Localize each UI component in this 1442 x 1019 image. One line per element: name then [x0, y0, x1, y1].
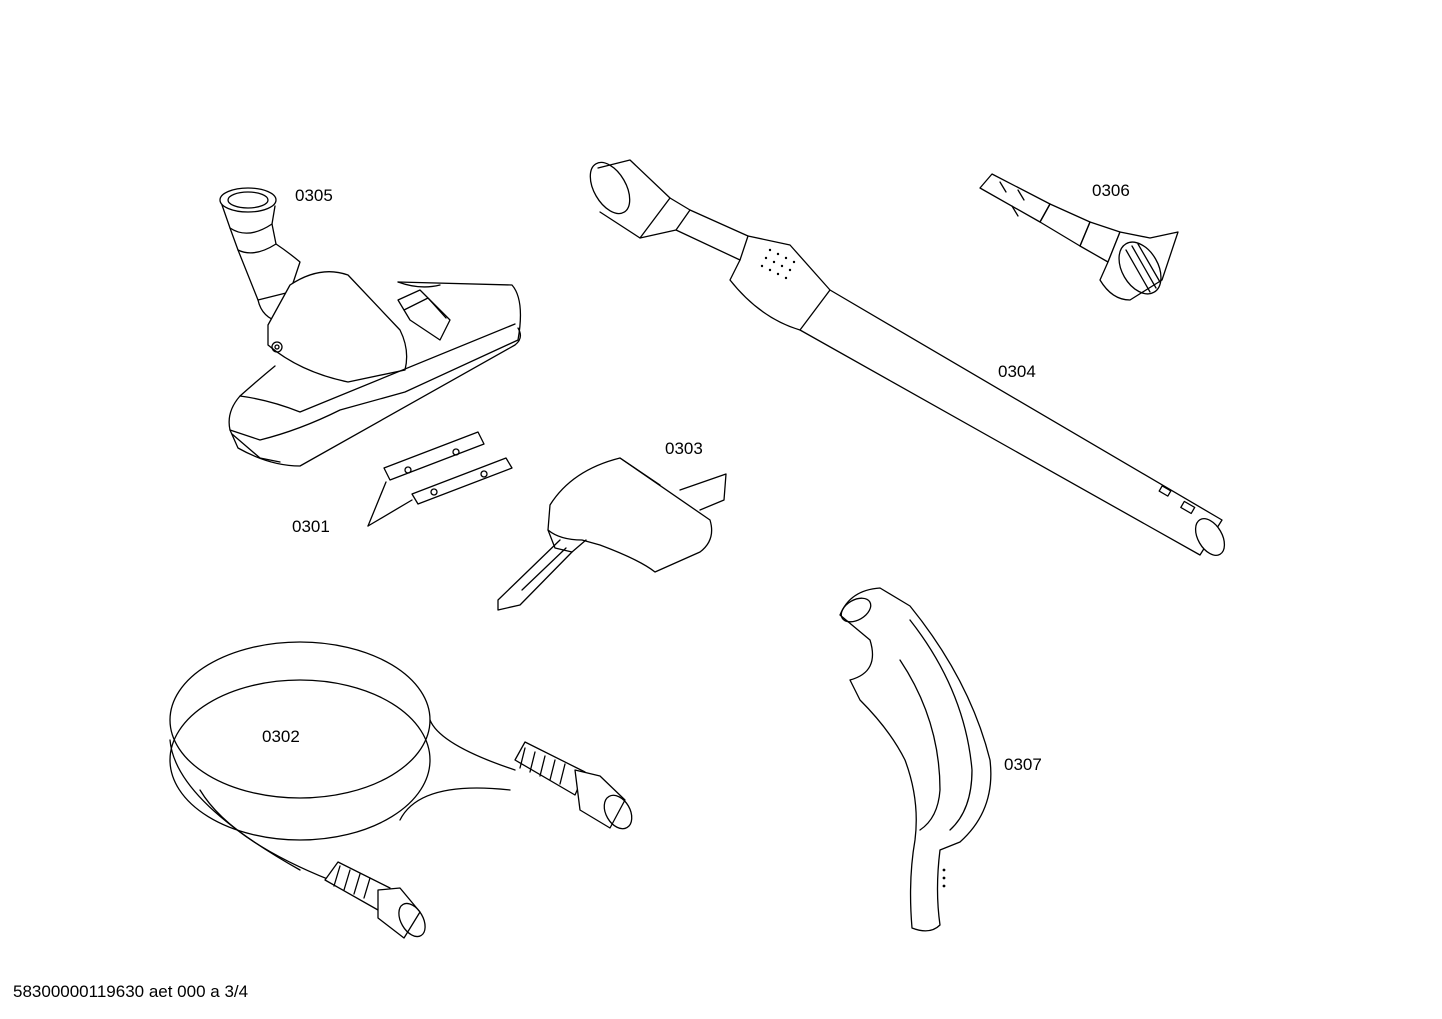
telescopic-tube-drawing	[589, 159, 1226, 556]
suction-hose-drawing	[169, 641, 633, 939]
callout-0307: 0307	[1004, 755, 1042, 774]
nozzle-strips-drawing	[367, 431, 513, 527]
callout-0302: 0302	[262, 727, 300, 746]
hose-handle-drawing	[839, 587, 992, 932]
callout-0303: 0303	[665, 439, 703, 458]
callout-0305: 0305	[295, 186, 333, 205]
upholstery-nozzle-drawing	[979, 173, 1179, 301]
callout-0306: 0306	[1092, 181, 1130, 200]
floor-nozzle-drawing	[219, 187, 522, 467]
callout-0304: 0304	[998, 362, 1036, 381]
callout-0301: 0301	[292, 517, 330, 536]
crevice-tool-drawing	[497, 457, 727, 611]
drawing-reference: 58300000119630 aet 000 a 3/4	[13, 982, 249, 1001]
